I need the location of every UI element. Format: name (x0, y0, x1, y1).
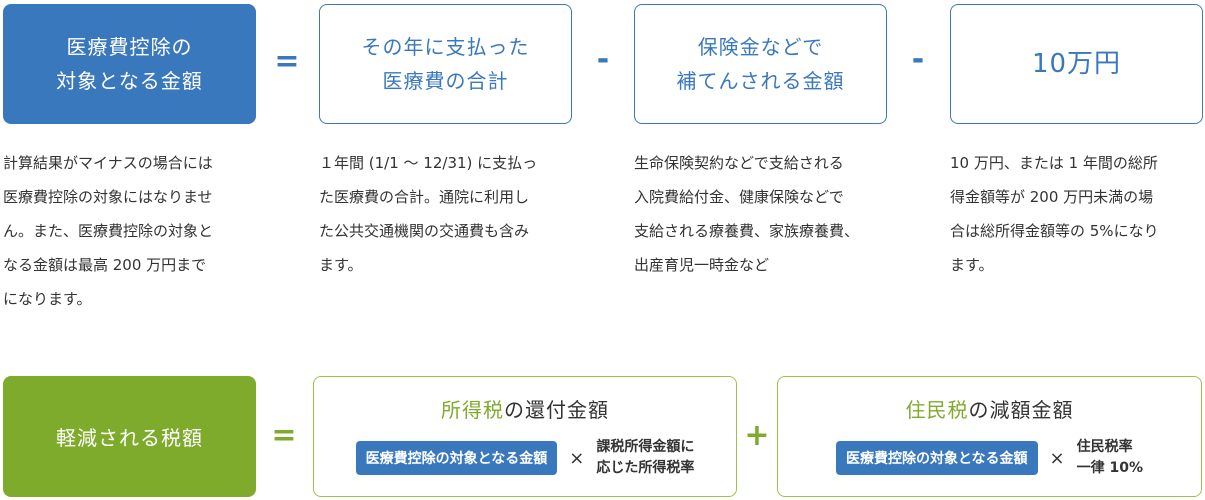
plus-operator: + (744, 418, 770, 453)
resident-tax-rate: 住民税率 一律 10% (1076, 439, 1144, 476)
deductible-amount-box: 医療費控除の 対象となる金額 (3, 4, 256, 124)
reduced-tax-box: 軽減される税額 (3, 376, 256, 497)
income-tax-title: 所得税の還付金額 (441, 398, 609, 422)
deductible-amount-pill: 医療費控除の対象となる金額 (355, 441, 558, 475)
minus-operator: - (596, 42, 610, 77)
income-tax-refund-box: 所得税の還付金額 医療費控除の対象となる金額 × 課税所得金額に 応じた所得税率 (313, 376, 737, 497)
100k-yen-box: 10万円 (950, 4, 1203, 124)
deductible-amount-pill: 医療費控除の対象となる金額 (835, 441, 1038, 475)
resident-tax-title: 住民税の減額金額 (905, 398, 1074, 422)
medical-total-box: その年に支払った 医療費の合計 (319, 4, 572, 124)
medical-total-description: １年間 (1/1 〜 12/31) に支払っ た医療費の合計。通院に利用し た公… (319, 154, 538, 274)
resident-tax-reduction-box: 住民税の減額金額 医療費控除の対象となる金額 × 住民税率 一律 10% (777, 376, 1202, 497)
multiply-operator: × (1049, 447, 1065, 469)
multiply-operator: × (569, 447, 585, 469)
income-tax-rate: 課税所得金額に 応じた所得税率 (596, 439, 695, 476)
100k-yen-description: 10 万円、または 1 年間の総所 得金額等が 200 万円未満の場 合は総所得… (950, 154, 1159, 274)
insurance-description: 生命保険契約などで支給される 入院費給付金、健康保険などで 支給される療養費、家… (634, 154, 860, 274)
minus-operator: - (911, 42, 925, 77)
equals-operator: = (274, 44, 300, 79)
insurance-box: 保険金などで 補てんされる金額 (634, 4, 887, 124)
deductible-description: 計算結果がマイナスの場合には 医療費控除の対象にはなりませ ん。また、医療費控除… (3, 154, 214, 308)
equals-operator: = (271, 418, 297, 453)
